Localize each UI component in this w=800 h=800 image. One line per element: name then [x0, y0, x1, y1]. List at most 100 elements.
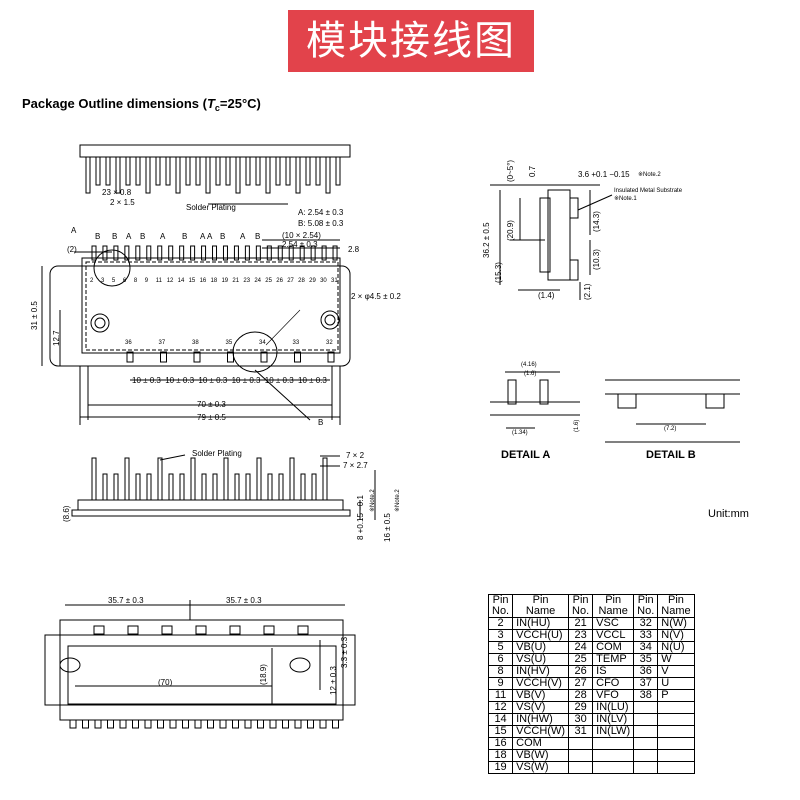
bottom-lead	[319, 719, 327, 729]
top-pin-label: 19	[221, 278, 229, 284]
note2-side-b: ※Note.2	[395, 489, 401, 512]
pin-number-cell: 31	[568, 725, 594, 738]
pin-name-cell: VB(V)	[512, 689, 570, 702]
pin-name-cell: VCCH(W)	[512, 725, 570, 738]
side-pin	[234, 473, 240, 501]
pin-number-cell: 5	[487, 641, 514, 654]
bottom-lead	[94, 719, 102, 729]
dim-103: (10.3)	[592, 249, 601, 270]
side-pin	[168, 473, 174, 501]
side-pin	[113, 473, 119, 501]
bottom-pin-label: 37	[158, 340, 166, 346]
pin-number-cell: 6	[487, 653, 514, 666]
note2-side-a: ※Note.2	[370, 489, 376, 512]
bottom-lead	[282, 719, 289, 729]
pin-number-cell: 37	[633, 677, 659, 690]
ab-marker: A	[200, 232, 206, 241]
dim-offset-2: (2)	[67, 245, 77, 254]
comb-pin	[225, 156, 231, 186]
comb-pin	[265, 156, 271, 194]
package-outline-title: Package Outline dimensions (Tc=25°C)	[22, 96, 261, 113]
pin-number-cell: 35	[633, 653, 659, 666]
top-pin	[168, 245, 174, 261]
substrate-label: Insulated Metal Substrate	[614, 188, 683, 194]
bottom-pin-label: 36	[125, 340, 132, 346]
bottom-tab	[195, 625, 207, 635]
bottom-pin	[126, 351, 134, 363]
dim-79: 79 ± 0.5	[197, 413, 226, 422]
title-tc-sub: c	[214, 103, 220, 113]
dim-31: 31 ± 0.5	[30, 301, 39, 330]
pin-number-cell	[568, 761, 594, 774]
comb-pin	[115, 156, 121, 194]
top-pin-label: 24	[254, 278, 262, 284]
pin-name-cell: COM	[592, 641, 635, 654]
pin-number-cell: 25	[568, 653, 594, 666]
pin-number-cell: 30	[568, 713, 594, 726]
bottom-pin	[227, 351, 234, 363]
pin-number-cell	[633, 713, 659, 726]
pin-number-cell: 16	[487, 737, 514, 750]
pin-number-cell: 14	[487, 713, 514, 726]
comb-pin	[255, 156, 261, 186]
pin-number-cell: 26	[568, 665, 594, 678]
pin-name-cell: COM	[512, 737, 570, 750]
bottom-lead	[194, 719, 202, 729]
pin-name-cell: V	[657, 665, 695, 678]
pin-name-cell	[657, 749, 695, 762]
callout-a: A	[71, 226, 77, 235]
bottom-lead	[169, 719, 177, 729]
pin-name-cell: IN(HV)	[512, 665, 570, 678]
pin-name-cell	[592, 761, 635, 774]
spacing-label: 10 ± 0.3	[264, 376, 294, 385]
side-pin	[289, 457, 295, 501]
top-pin	[135, 245, 141, 261]
dim-209: (20.9)	[506, 220, 515, 241]
pin-number-cell: 33	[633, 629, 659, 642]
comb-pin	[215, 156, 221, 186]
top-pin-label: 11	[155, 278, 162, 284]
ab-marker: A	[160, 232, 166, 241]
top-pin-label: 6	[122, 278, 127, 284]
pin-number-cell: 3	[487, 629, 514, 642]
bottom-lead	[257, 719, 264, 729]
comb-pin	[195, 156, 201, 186]
top-pin-label: 30	[320, 278, 327, 284]
pin-number-cell	[633, 761, 659, 774]
pin-name-cell: VB(U)	[512, 641, 570, 654]
comb-pin	[295, 156, 301, 194]
note2-right: ※Note.2	[638, 172, 661, 178]
top-pin	[201, 245, 207, 261]
side-pin	[91, 457, 97, 501]
dim-hole: 2 × φ4.5 ± 0.2	[351, 292, 401, 301]
ab-marker: B	[182, 232, 188, 241]
detail-a-d3: (1.34)	[512, 430, 528, 436]
bottom-lead	[219, 719, 227, 729]
dim-362: 36.2 ± 0.5	[482, 222, 491, 258]
top-pin	[222, 245, 228, 261]
pin-number-cell: 28	[568, 689, 594, 702]
bottom-pin-label: 34	[259, 340, 266, 346]
spacing-label: 10 ± 0.3	[132, 376, 161, 385]
side-pin	[201, 473, 207, 501]
pin-number-cell: 36	[633, 665, 659, 678]
pin-name-cell	[657, 713, 695, 726]
dim-07: 0.7	[528, 165, 537, 177]
comb-pin	[135, 156, 141, 186]
pin-number-cell	[633, 701, 659, 714]
solder-plating-label-top: Solder Plating	[186, 203, 236, 212]
top-pin	[124, 245, 130, 261]
bottom-lead	[107, 719, 114, 729]
top-pin	[146, 245, 152, 261]
pin-name-cell	[657, 761, 695, 774]
dim-153: (15.3)	[494, 262, 503, 283]
pin-name-cell	[657, 701, 695, 714]
pin-name-cell: CFO	[592, 677, 635, 690]
note1-label: ※Note.1	[614, 196, 637, 202]
